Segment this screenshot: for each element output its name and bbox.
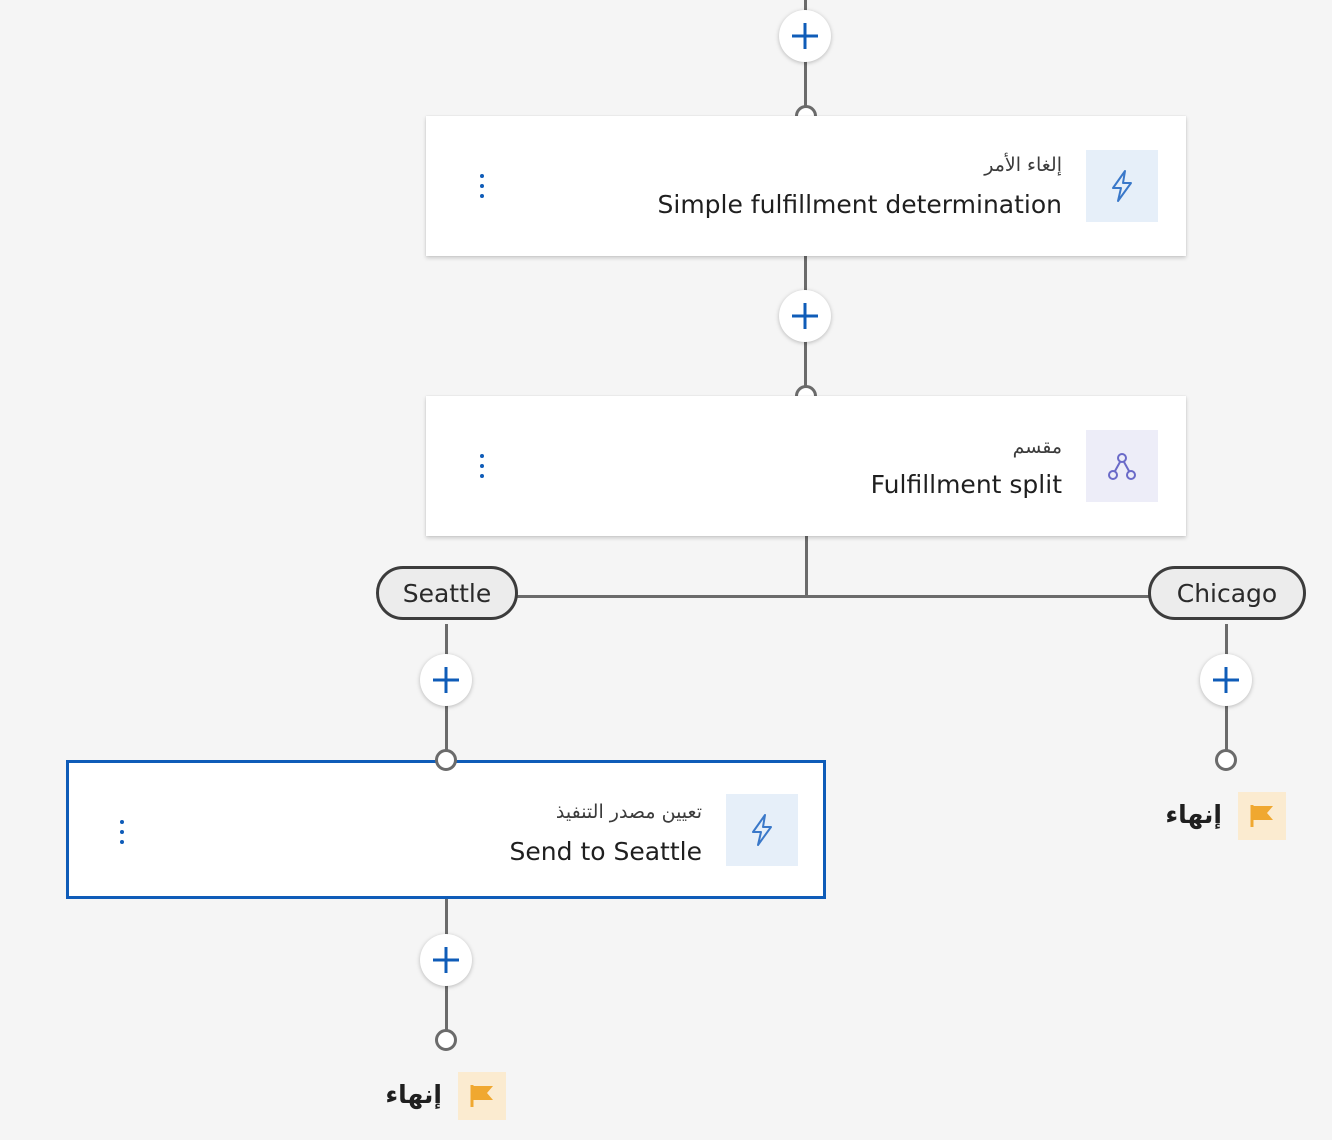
- step-type-label: تعيين مصدر التنفيذ: [555, 801, 702, 823]
- add-step-button[interactable]: [779, 10, 831, 62]
- more-vertical-icon: [120, 820, 124, 844]
- plus-icon: [792, 303, 818, 329]
- more-options-button[interactable]: [467, 446, 497, 486]
- split-icon: [1108, 453, 1136, 480]
- branch-chicago[interactable]: Chicago: [1148, 566, 1306, 620]
- end-flag-box: [1238, 792, 1286, 840]
- plus-icon: [433, 667, 459, 693]
- flag-icon: [1250, 805, 1273, 827]
- connector-node: [1215, 749, 1237, 771]
- step-card-fulfillment-split[interactable]: مقسم Fulfillment split: [426, 396, 1186, 536]
- more-options-button[interactable]: [467, 166, 497, 206]
- action-icon-box: [726, 794, 798, 866]
- flag-icon: [470, 1085, 493, 1107]
- add-step-button[interactable]: [1200, 654, 1252, 706]
- branch-seattle[interactable]: Seattle: [376, 566, 518, 620]
- plus-icon: [792, 23, 818, 49]
- step-card-simple-fulfillment[interactable]: إلغاء الأمر Simple fulfillment determina…: [426, 116, 1186, 256]
- lightning-icon: [1112, 170, 1132, 202]
- branch-connector-line: [516, 595, 1150, 598]
- add-step-button[interactable]: [420, 934, 472, 986]
- action-icon-box: [1086, 150, 1158, 222]
- split-icon-box: [1086, 430, 1158, 502]
- add-step-button[interactable]: [779, 290, 831, 342]
- connector-line: [805, 536, 808, 598]
- add-step-button[interactable]: [420, 654, 472, 706]
- connector-node: [435, 1029, 457, 1051]
- end-label: إنهاء: [1165, 800, 1222, 829]
- end-label: إنهاء: [385, 1080, 442, 1109]
- step-card-send-to-seattle[interactable]: تعيين مصدر التنفيذ Send to Seattle: [66, 760, 826, 899]
- step-type-label: إلغاء الأمر: [984, 154, 1062, 176]
- lightning-icon: [752, 814, 772, 846]
- more-vertical-icon: [480, 454, 484, 478]
- step-type-label: مقسم: [1012, 436, 1062, 458]
- connector-node: [435, 749, 457, 771]
- end-flag-box: [458, 1072, 506, 1120]
- plus-icon: [433, 947, 459, 973]
- step-title: Simple fulfillment determination: [657, 190, 1063, 219]
- plus-icon: [1213, 667, 1239, 693]
- step-title: Send to Seattle: [509, 837, 702, 866]
- more-vertical-icon: [480, 174, 484, 198]
- more-options-button[interactable]: [107, 812, 137, 852]
- step-title: Fulfillment split: [870, 470, 1062, 499]
